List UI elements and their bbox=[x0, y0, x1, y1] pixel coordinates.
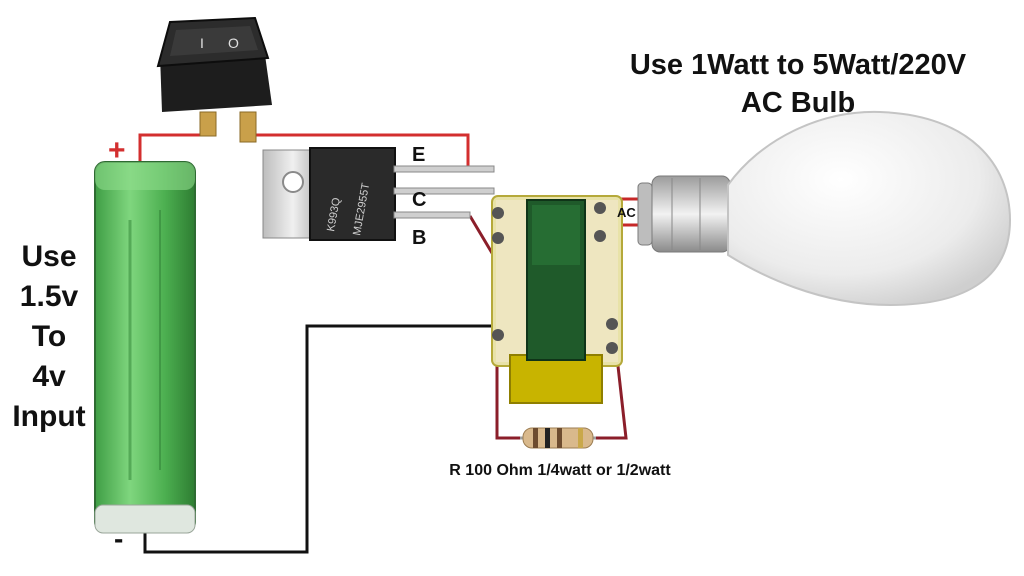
transistor-pin-b-label: B bbox=[412, 227, 426, 249]
rocker-switch bbox=[156, 16, 272, 143]
transformer bbox=[491, 195, 623, 404]
wire-battery-negative bbox=[143, 324, 494, 554]
ac-bulb bbox=[637, 110, 1012, 307]
title-line-2: AC Bulb bbox=[741, 87, 855, 119]
battery-plus-sign: + bbox=[108, 134, 126, 167]
switch-on-mark: I bbox=[200, 35, 204, 51]
input-label-line-4: 4v bbox=[32, 360, 66, 393]
transistor-marking-1: K993Q bbox=[325, 196, 343, 232]
wire-battery-to-switch bbox=[138, 133, 212, 165]
switch-off-mark: O bbox=[228, 35, 239, 51]
transistor bbox=[262, 147, 495, 241]
transistor-pin-c-label: C bbox=[412, 189, 426, 211]
battery-minus-sign: - bbox=[114, 523, 123, 554]
input-label-line-2: 1.5v bbox=[20, 280, 79, 313]
transistor-pin-e-label: E bbox=[412, 144, 425, 166]
title-line-1: Use 1Watt to 5Watt/220V bbox=[630, 49, 967, 81]
ac-label: AC bbox=[617, 205, 636, 220]
input-label-line-3: To bbox=[32, 320, 66, 353]
battery bbox=[94, 161, 196, 534]
wire-switch-to-emitter bbox=[248, 133, 470, 168]
input-label-line-5: Input bbox=[12, 400, 85, 433]
input-label-line-1: Use bbox=[21, 240, 76, 273]
resistor-label: R 100 Ohm 1/4watt or 1/2watt bbox=[449, 462, 671, 479]
resistor bbox=[520, 427, 596, 449]
